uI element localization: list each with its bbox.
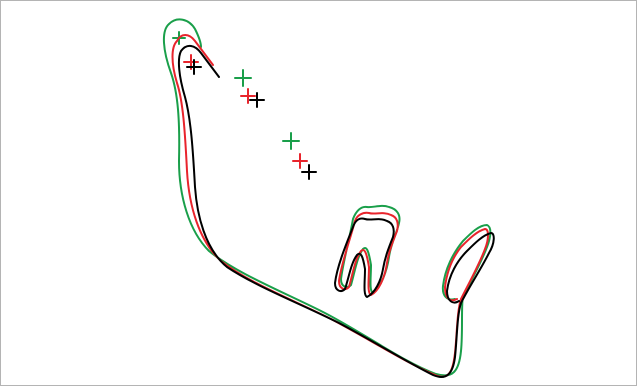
landmark-green-2 bbox=[235, 70, 251, 86]
mandible-outline-red bbox=[173, 35, 489, 377]
mandible-outline-black bbox=[179, 46, 494, 377]
trace-black bbox=[179, 46, 494, 377]
trace-green bbox=[164, 19, 490, 375]
trace-red bbox=[173, 35, 489, 377]
landmark-green-3 bbox=[283, 133, 299, 149]
landmark-black-3 bbox=[302, 165, 316, 179]
mandible-outline-green bbox=[164, 19, 490, 375]
landmark-red-3 bbox=[293, 154, 307, 168]
